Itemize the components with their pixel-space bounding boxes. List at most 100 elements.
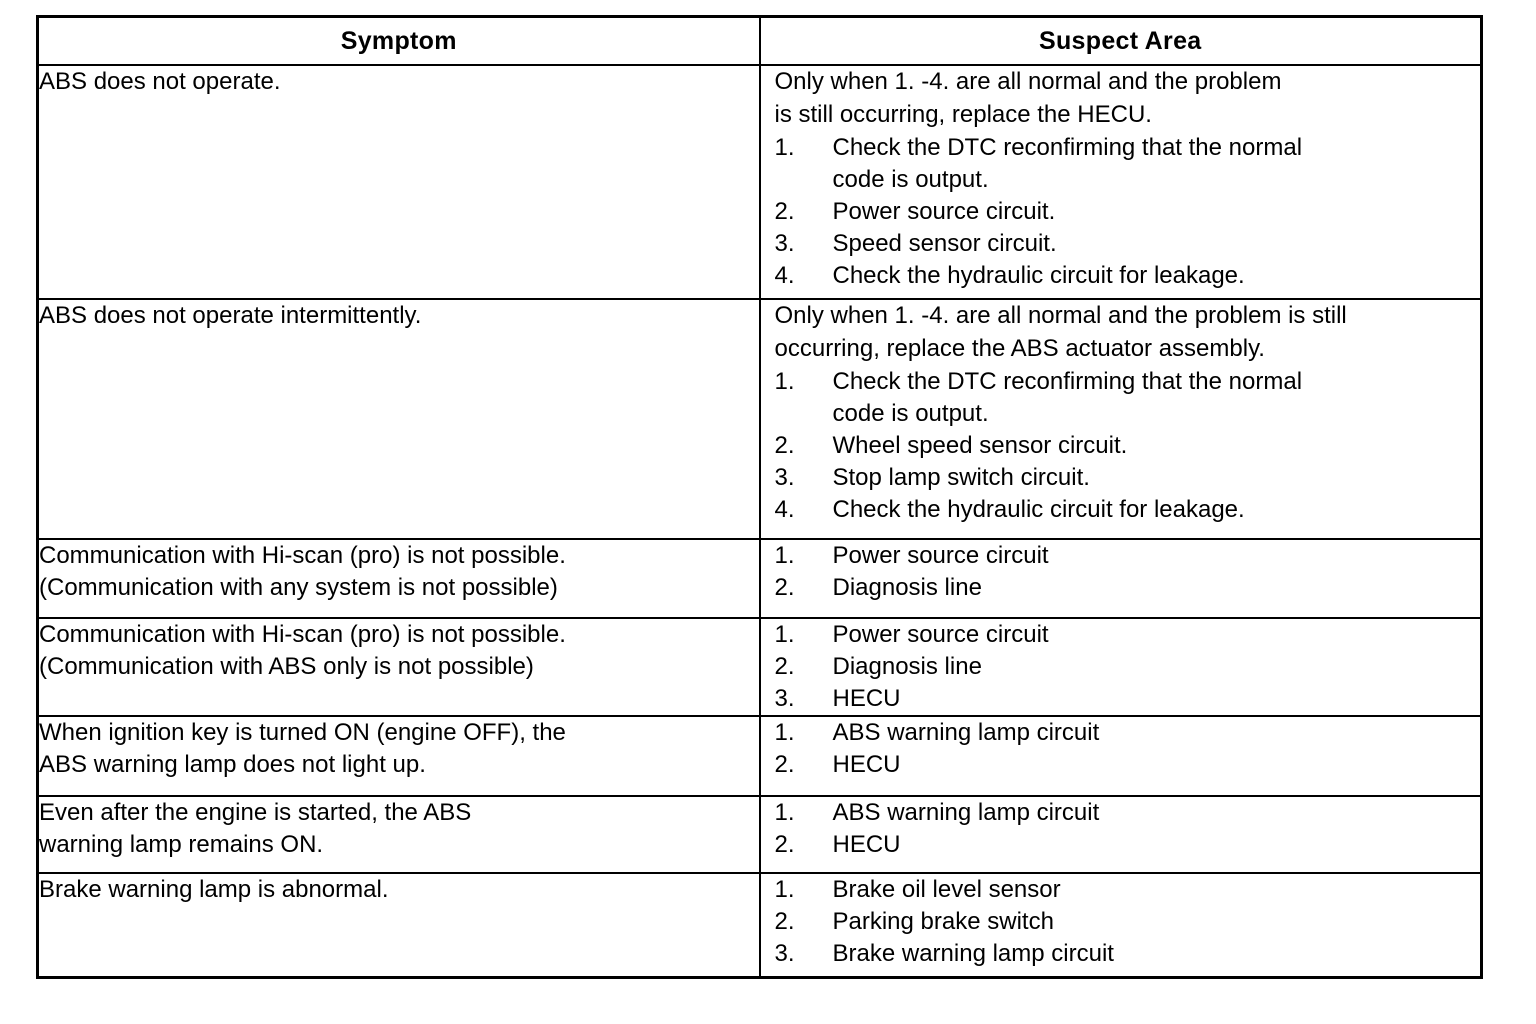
suspect-item-list: 1. Check the DTC reconfirming that the no…	[775, 366, 1481, 526]
symptom-text-line: warning lamp remains ON.	[39, 831, 324, 858]
suspect-area-cell: Only when 1. -4. are all normal and the …	[758, 64, 1483, 300]
table-row: When ignition key is turned ON (engine O…	[36, 715, 1483, 797]
list-item-text-line: Check the hydraulic circuit for leakage.	[832, 262, 1245, 289]
list-item-text-line: Check the hydraulic circuit for leakage.	[832, 496, 1245, 523]
suspect-list-item: 2. Power source circuit.	[775, 196, 1481, 228]
suspect-intro-line: occurring, replace the ABS actuator asse…	[774, 335, 1265, 362]
suspect-item-list: 1. Power source circuit 2. Diagnosis line	[775, 540, 1481, 604]
suspect-intro-line: is still occurring, replace the HECU.	[774, 101, 1152, 128]
list-item-text-line: Power source circuit	[832, 542, 1049, 569]
suspect-list-item: 1. Check the DTC reconfirming that the no…	[775, 132, 1481, 196]
list-item-text-line: Speed sensor circuit.	[832, 230, 1057, 257]
suspect-list-item: 4.Check the hydraulic circuit for leakag…	[775, 494, 1481, 526]
suspect-item-list: 1. Brake oil level sensor 2. Parking brake …	[775, 874, 1481, 970]
list-item-text-line: Check the DTC reconfirming that the norm…	[832, 368, 1303, 395]
table-row: ABS does not operate. Only when 1. -4. ar…	[36, 64, 1483, 300]
suspect-list-item: 2.Diagnosis line	[775, 651, 1481, 683]
symptom-text-line: ABS does not operate.	[39, 68, 281, 95]
list-item-number: 1.	[774, 799, 795, 826]
list-item-number: 3.	[774, 464, 795, 491]
list-item-number: 2.	[774, 653, 795, 680]
list-item-text: Brake warning lamp circuit	[833, 938, 1481, 970]
symptom-cell: When ignition key is turned ON (engine O…	[36, 715, 761, 797]
suspect-list-item: 3. HECU	[775, 683, 1481, 715]
list-item-text: Parking brake switch	[833, 906, 1481, 938]
table-head: Symptom Suspect Area	[36, 15, 1483, 66]
list-item-text: Power source circuit	[833, 619, 1481, 651]
list-item-text: Stop lamp switch circuit.	[833, 462, 1481, 494]
symptom-cell: ABS does not operate intermittently.	[36, 298, 761, 540]
suspect-list-item: 3. Speed sensor circuit.	[775, 228, 1481, 260]
list-item-text-line: Diagnosis line	[832, 574, 982, 601]
list-item-text: Check the hydraulic circuit for leakage.	[833, 494, 1481, 526]
suspect-list-item: 1. Power source circuit	[775, 540, 1481, 572]
suspect-list-item: 3. Brake warning lamp circuit	[775, 938, 1481, 970]
symptom-suspect-area-table: Symptom Suspect Area ABS does not operat…	[36, 15, 1483, 979]
suspect-list-item: 2.HECU	[775, 749, 1481, 781]
symptom-text-line: ABS warning lamp does not light up.	[39, 751, 426, 778]
list-item-text-line: ABS warning lamp circuit	[832, 719, 1100, 746]
symptom-text-line: Communication with Hi-scan (pro) is not …	[39, 621, 566, 648]
symptom-text-line: Even after the engine is started, the AB…	[39, 799, 472, 826]
suspect-list-item: 2. Wheel speed sensor circuit.	[775, 430, 1481, 462]
table-body: ABS does not operate. Only when 1. -4. ar…	[36, 64, 1483, 978]
list-item-number: 3.	[774, 230, 795, 257]
list-item-text: Wheel speed sensor circuit.	[833, 430, 1481, 462]
list-item-number: 4.	[774, 262, 795, 289]
table-row: Communication with Hi-scan (pro) is not …	[36, 617, 1483, 717]
suspect-list-item: 1. Check the DTC reconfirming that the no…	[775, 366, 1481, 430]
symptom-cell: Brake warning lamp is abnormal.	[36, 872, 761, 978]
diagnostic-table-wrapper: Symptom Suspect Area ABS does not operat…	[36, 15, 1483, 979]
list-item-number: 3.	[774, 940, 795, 967]
suspect-item-list: 1. Check the DTC reconfirming that the no…	[775, 132, 1481, 292]
list-item-text: ABS warning lamp circuit	[833, 717, 1481, 749]
list-item-text: HECU	[833, 683, 1481, 715]
list-item-text-line: HECU	[832, 831, 901, 858]
list-item-number: 2.	[774, 831, 795, 858]
symptom-text-line: When ignition key is turned ON (engine O…	[39, 719, 566, 746]
list-item-text: Check the DTC reconfirming that the norm…	[833, 132, 1481, 196]
list-item-number: 1.	[774, 542, 795, 569]
list-item-text-line: code is output.	[832, 400, 989, 427]
list-item-text-line: Power source circuit.	[832, 198, 1056, 225]
suspect-area-cell: Only when 1. -4. are all normal and the …	[758, 298, 1483, 540]
list-item-text-line: HECU	[832, 685, 901, 712]
list-item-number: 2.	[774, 432, 795, 459]
suspect-list-item: 2. Parking brake switch	[775, 906, 1481, 938]
list-item-text-line: code is output.	[832, 166, 989, 193]
list-item-number: 2.	[774, 908, 795, 935]
table-row: Communication with Hi-scan (pro) is not …	[36, 538, 1483, 619]
suspect-list-item: 1. Power source circuit	[775, 619, 1481, 651]
symptom-text-line: (Communication with ABS only is not poss…	[39, 653, 534, 680]
suspect-list-item: 1. ABS warning lamp circuit	[775, 717, 1481, 749]
suspect-item-list: 1. ABS warning lamp circuit 2.HECU	[775, 717, 1481, 781]
symptom-text-line: ABS does not operate intermittently.	[39, 302, 422, 329]
symptom-cell: Communication with Hi-scan (pro) is not …	[36, 538, 761, 619]
list-item-text: Brake oil level sensor	[833, 874, 1481, 906]
suspect-intro-line: Only when 1. -4. are all normal and the …	[774, 302, 1347, 329]
list-item-number: 1.	[774, 134, 795, 161]
list-item-number: 1.	[774, 876, 795, 903]
suspect-list-item: 1. Brake oil level sensor	[775, 874, 1481, 906]
list-item-text-line: HECU	[832, 751, 901, 778]
list-item-text-line: Check the DTC reconfirming that the norm…	[832, 134, 1303, 161]
list-item-text: HECU	[833, 749, 1481, 781]
suspect-list-item: 2. HECU	[775, 829, 1481, 861]
suspect-list-item: 4. Check the hydraulic circuit for leakag…	[775, 260, 1481, 292]
list-item-number: 2.	[774, 198, 795, 225]
table-row: Even after the engine is started, the AB…	[36, 795, 1483, 874]
list-item-text-line: Brake warning lamp circuit	[832, 940, 1114, 967]
list-item-text: Speed sensor circuit.	[833, 228, 1481, 260]
suspect-list-item: 2. Diagnosis line	[775, 572, 1481, 604]
list-item-number: 1.	[774, 621, 795, 648]
column-header-symptom: Symptom	[36, 15, 761, 66]
table-row: Brake warning lamp is abnormal. 1. Brake o…	[36, 872, 1483, 978]
list-item-number: 1.	[774, 368, 795, 395]
list-item-number: 1.	[774, 719, 795, 746]
column-header-suspect-area: Suspect Area	[758, 15, 1483, 66]
list-item-number: 3.	[774, 685, 795, 712]
list-item-number: 2.	[774, 574, 795, 601]
